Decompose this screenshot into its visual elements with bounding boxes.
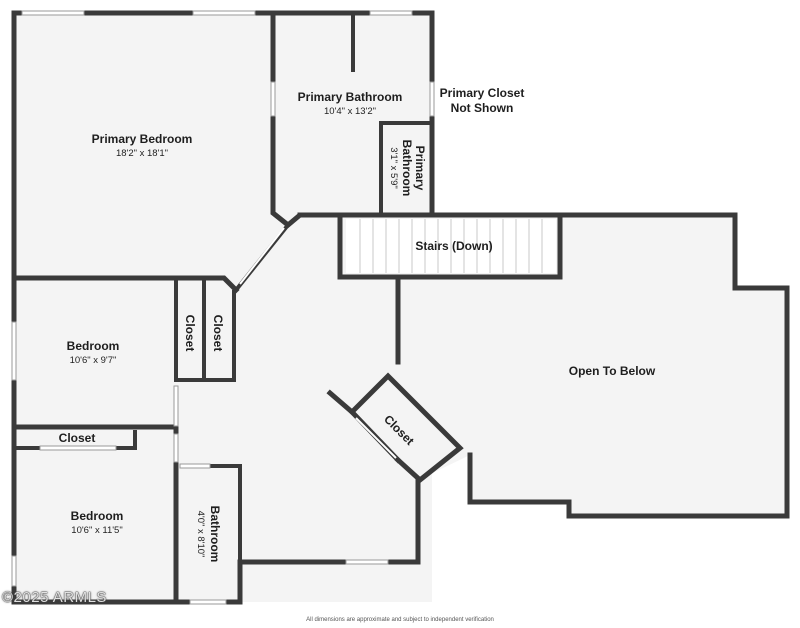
closet-1-label: Closet xyxy=(183,315,197,352)
footnote: All dimensions are approximate and subje… xyxy=(306,617,494,623)
bedroom-2-dims: 10'6" x 11'5" xyxy=(71,525,122,536)
floor-fills xyxy=(15,14,787,602)
primary-bedroom-dims: 18'2" x 18'1" xyxy=(116,148,168,159)
primary-closet-note-line2: Not Shown xyxy=(451,101,514,115)
stairs xyxy=(346,219,556,273)
open-to-below-label: Open To Below xyxy=(569,364,656,378)
bedroom-1-dims: 10'6" x 9'7" xyxy=(70,355,117,366)
watermark: ©2025 ARMLS xyxy=(2,589,107,606)
closet-2-label: Closet xyxy=(211,315,225,352)
primary-closet-note-line1: Primary Closet xyxy=(440,86,525,100)
primary-bathroom-small-line2: Bathroom xyxy=(400,140,414,197)
closet-3-label: Closet xyxy=(59,431,96,445)
primary-bathroom-small-line1: Primary xyxy=(413,146,427,191)
windows xyxy=(11,10,435,605)
primary-bathroom-dims: 10'4" x 13'2" xyxy=(324,106,376,117)
bathroom-label: Bathroom xyxy=(208,506,222,563)
bathroom-dims: 4'0" x 8'10" xyxy=(195,511,206,558)
stairs-label: Stairs (Down) xyxy=(415,239,492,253)
primary-bedroom-label: Primary Bedroom xyxy=(92,132,193,146)
primary-bathroom-small-dims: 3'1" x 5'9" xyxy=(388,147,399,189)
bedroom-1-label: Bedroom xyxy=(67,339,120,353)
primary-bathroom-label: Primary Bathroom xyxy=(298,90,403,104)
bedroom-2-label: Bedroom xyxy=(71,509,124,523)
